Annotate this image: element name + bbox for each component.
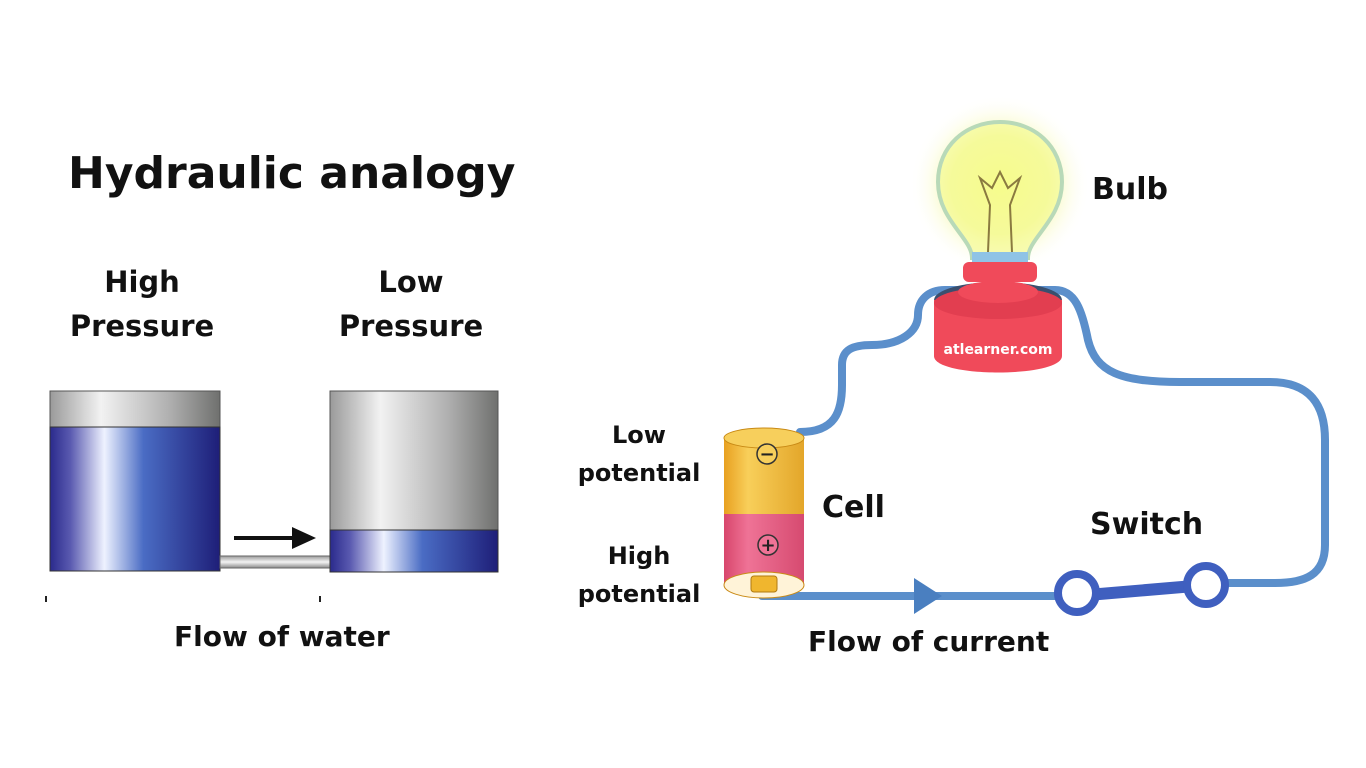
bulb-filament <box>977 169 1023 253</box>
switch-terminal-right <box>1183 562 1229 608</box>
bulb-socket-ring <box>963 262 1037 282</box>
watermark: atlearner.com <box>944 342 1053 358</box>
low-pressure-tank-water <box>329 529 499 573</box>
hydraulic-analogy <box>45 390 499 602</box>
page-title: Hydraulic analogy <box>68 148 516 199</box>
water-flow-arrow <box>234 527 316 549</box>
current-direction-arrow <box>914 578 942 614</box>
high-pressure-tank-top <box>49 390 221 428</box>
cell: − + <box>723 427 805 599</box>
bulb: atlearner.com <box>910 95 1090 373</box>
high-pressure-tank-water <box>49 426 221 572</box>
electric-circuit: − + atlearner.com <box>723 95 1329 616</box>
low-pressure-label: Low Pressure <box>338 265 484 343</box>
cell-label: Cell <box>822 490 885 525</box>
bulb-glass <box>935 119 1065 260</box>
cell-minus-sign <box>756 443 778 465</box>
cell-minus-symbol: − <box>759 444 774 465</box>
connecting-pipe <box>219 555 331 569</box>
high-potential-label: High potential <box>577 542 701 608</box>
high-pressure-label: High Pressure <box>69 265 215 343</box>
cell-positive-terminal <box>750 575 778 593</box>
wire <box>796 286 1329 587</box>
cell-plus-sign <box>757 534 779 556</box>
switch-terminal-left <box>1054 570 1100 616</box>
low-potential-label: Low potential <box>577 421 701 487</box>
bulb-socket-neck <box>972 252 1028 264</box>
flow-of-water-label: Flow of water <box>174 620 390 653</box>
bulb-holder-cap <box>958 281 1038 303</box>
bulb-holder-body <box>934 300 1062 373</box>
cell-plus-symbol: + <box>760 535 775 556</box>
bulb-label: Bulb <box>1092 172 1168 207</box>
flow-of-current-label: Flow of current <box>808 625 1050 658</box>
low-pressure-tank-top <box>329 390 499 531</box>
switch-label: Switch <box>1090 507 1204 542</box>
